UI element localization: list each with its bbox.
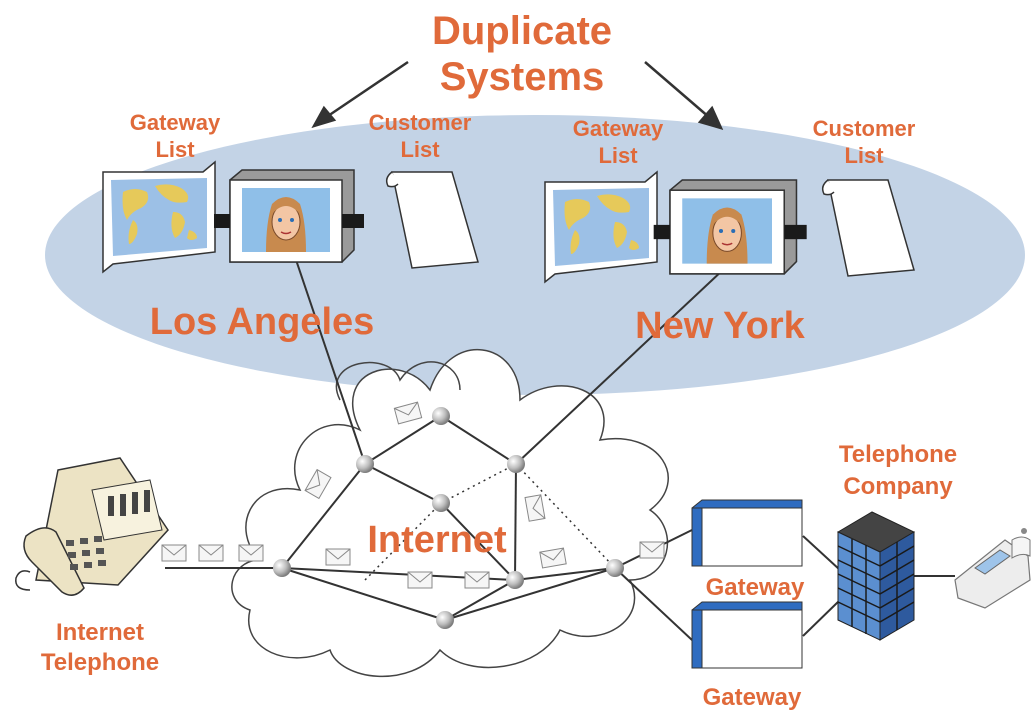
envelope-icon — [325, 548, 351, 566]
arrow-head-icon — [697, 105, 724, 130]
envelope-icon — [524, 494, 546, 522]
envelope-icon — [464, 571, 490, 589]
router-node — [507, 455, 525, 473]
city-label-new-york: New York — [635, 305, 806, 347]
dotted-links — [364, 463, 616, 581]
labels: Duplicate Systems Gateway List Customer … — [41, 9, 957, 711]
internet-telephone-label: Telephone — [41, 649, 159, 676]
envelope-icon — [198, 544, 224, 562]
internet-label: Internet — [367, 519, 507, 561]
customer-list-label: List — [400, 137, 440, 162]
telephone-company-label: Company — [843, 473, 953, 500]
face-screen-icon — [652, 179, 808, 275]
title-line-2: Systems — [440, 55, 605, 99]
office-building-icon — [836, 511, 916, 641]
envelope-icon — [161, 544, 187, 562]
gateway-list-label: List — [598, 143, 638, 168]
arrow-head-icon — [311, 105, 337, 129]
router-node — [273, 559, 291, 577]
router-node — [432, 407, 450, 425]
title-line-1: Duplicate — [432, 9, 612, 53]
envelope-icon — [407, 571, 433, 589]
gateway-top — [691, 499, 803, 567]
telephone-icon — [15, 457, 169, 596]
internet-telephone-label: Internet — [56, 619, 144, 646]
server-box-icon — [691, 601, 803, 669]
router-node — [436, 611, 454, 629]
gateway-list-label: List — [155, 137, 195, 162]
city-label-los-angeles: Los Angeles — [150, 301, 375, 343]
customer-list-label: List — [844, 143, 884, 168]
gateway-label-top: Gateway — [706, 574, 805, 601]
router-nodes — [273, 407, 624, 629]
gateway-list-label: Gateway — [130, 110, 221, 135]
server-box-icon — [691, 499, 803, 567]
site-new-york — [544, 171, 915, 283]
telephone-icon — [954, 528, 1031, 609]
router-node — [356, 455, 374, 473]
gateway-bottom — [691, 601, 803, 669]
gateway-list-label: Gateway — [573, 116, 664, 141]
customer-list-label: Customer — [813, 116, 916, 141]
duplicate-arrows — [311, 60, 724, 130]
gateway-label-bottom: Gateway — [703, 684, 802, 711]
face-screen-icon — [213, 169, 365, 263]
envelope-icon — [238, 544, 264, 562]
customer-list-label: Customer — [369, 110, 472, 135]
router-node — [432, 494, 450, 512]
envelope-icon — [639, 541, 665, 559]
telephone-company-label: Telephone — [839, 441, 957, 468]
router-node — [606, 559, 624, 577]
site-los-angeles — [102, 161, 479, 273]
router-node — [506, 571, 524, 589]
envelope-icon — [539, 547, 567, 569]
